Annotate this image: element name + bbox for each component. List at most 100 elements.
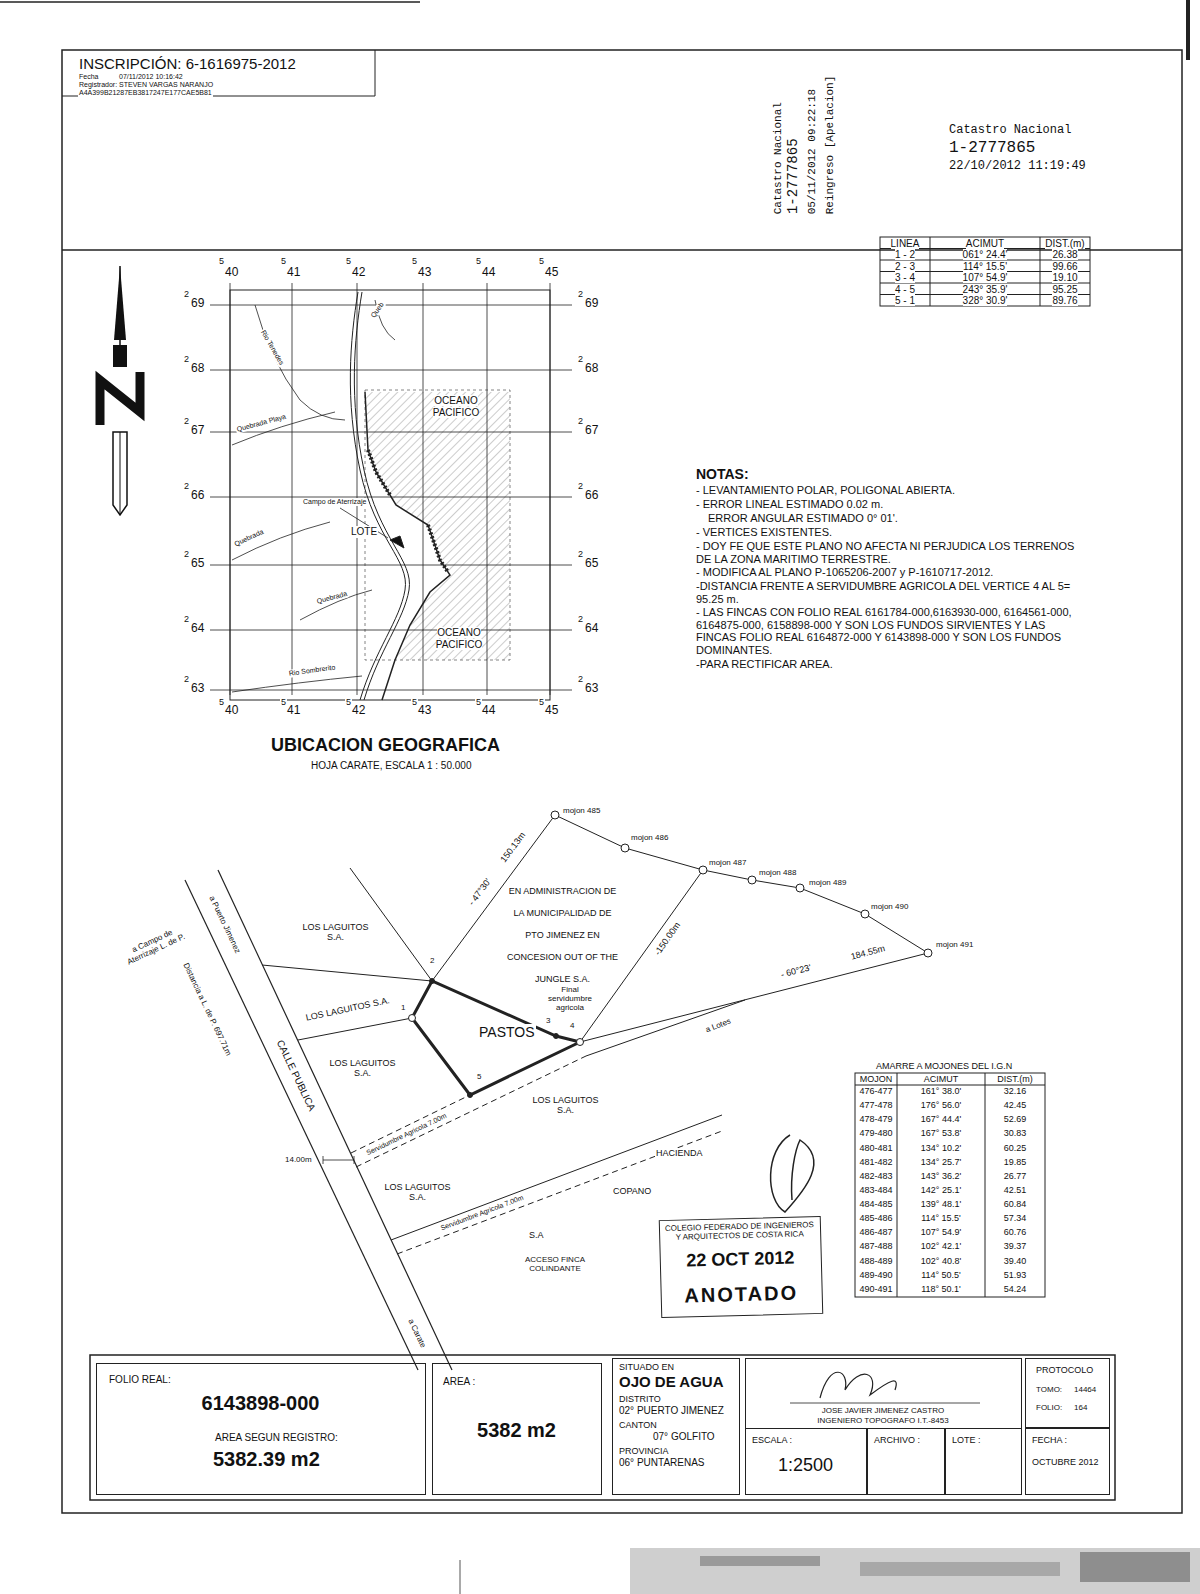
map-label: Quebrada xyxy=(315,590,349,606)
table-cell: 488-489 xyxy=(855,1256,897,1266)
text-patch: 143° 36.2' xyxy=(921,1171,961,1181)
plan-label: Final servidumbre agricola xyxy=(545,985,595,1013)
grid-coordinate: 2 xyxy=(183,674,190,684)
grid-coordinate: 67 xyxy=(584,424,599,438)
text-patch: a Campo de Aterrizaje L. de P. xyxy=(126,928,187,967)
cadastre-stamp: 1-2777865 xyxy=(948,139,1036,157)
table-cell: 60.84 xyxy=(985,1199,1045,1209)
text-patch: 2 - 3 xyxy=(895,261,915,272)
map-label: Queb xyxy=(369,300,387,320)
text-patch: 328° 30.9' xyxy=(963,295,1008,306)
table-cell: 107° 54.9' xyxy=(930,272,1040,284)
monument-label: mojon 486 xyxy=(630,833,669,842)
table-cell: 95.25 xyxy=(1040,284,1090,296)
text-patch: 19.85 xyxy=(1004,1157,1027,1167)
title-block-text: DISTRITO xyxy=(619,1394,661,1404)
grid-coordinate: 65 xyxy=(584,557,599,571)
grid-coordinate: 5 xyxy=(280,256,287,266)
grid-coordinate: 2 xyxy=(183,416,190,426)
map-label: Quebrada Playa xyxy=(235,413,288,434)
plan-label: LOS LAGUITOS S.A. xyxy=(304,995,392,1023)
table-cell: 19.85 xyxy=(985,1157,1045,1167)
title-block-text: TOMO: xyxy=(1036,1385,1062,1394)
table-cell: 490-491 xyxy=(855,1284,897,1294)
text-patch: DIST.(m) xyxy=(1045,238,1084,249)
grid-coordinate: 45 xyxy=(544,704,559,718)
grid-coordinate: 5 xyxy=(538,256,545,266)
plan-label: S.A xyxy=(528,1230,545,1240)
plan-label: COPANO xyxy=(612,1186,652,1196)
title-block-text: ANOTADO xyxy=(663,1281,820,1308)
plan-label: 150.13m xyxy=(498,829,528,865)
title-block-text: COLEGIO FEDERADO DE INGENIEROS Y ARQUITE… xyxy=(664,1220,814,1242)
grid-coordinate: 63 xyxy=(584,682,599,696)
plan-label: a Carate xyxy=(406,1316,428,1349)
title-block-cell: FOLIO REAL:6143898-000AREA SEGUN REGISTR… xyxy=(96,1363,426,1495)
title-block-text: 5382.39 m2 xyxy=(213,1448,320,1471)
text-patch: 95.25 xyxy=(1052,284,1077,295)
table-cell: 139° 48.1' xyxy=(897,1199,985,1209)
text-patch: 476-477 xyxy=(859,1086,892,1096)
title-block-text: FECHA : xyxy=(1032,1435,1067,1445)
notes-heading: NOTAS: xyxy=(695,466,750,482)
grid-coordinate: 68 xyxy=(584,362,599,376)
grid-coordinate: 42 xyxy=(351,704,366,718)
text-patch: 60.25 xyxy=(1004,1143,1027,1153)
text-patch: 51.93 xyxy=(1004,1270,1027,1280)
text-patch: DIST.(m) xyxy=(997,1074,1033,1084)
table-cell: 1 - 2 xyxy=(880,249,930,261)
map-label: OCEANO PACIFICO xyxy=(425,395,487,418)
table-cell: 42.51 xyxy=(985,1185,1045,1195)
table-cell: 26.38 xyxy=(1040,249,1090,261)
grid-coordinate: 5 xyxy=(345,256,352,266)
grid-coordinate: 2 xyxy=(183,354,190,364)
title-block-text: 22 OCT 2012 xyxy=(662,1247,818,1272)
registration-text: Registrador: STEVEN VARGAS NARANJO xyxy=(78,81,214,89)
cadastre-stamp: 1-2777865 xyxy=(785,137,801,215)
text-patch: 484-485 xyxy=(859,1199,892,1209)
vertex-number: 5 xyxy=(476,1072,482,1081)
table-cell: 42.45 xyxy=(985,1100,1045,1110)
table-cell: 51.93 xyxy=(985,1270,1045,1280)
plan-label: Servidumbre Agricola 7.00m xyxy=(439,1193,526,1232)
table-cell: 481-482 xyxy=(855,1157,897,1167)
text-patch: 114° 15.5' xyxy=(921,1213,961,1223)
text-patch: 483-484 xyxy=(859,1185,892,1195)
text-patch: 107° 54.9' xyxy=(921,1227,961,1237)
title-block-text: CANTON xyxy=(619,1420,657,1430)
grid-coordinate: 40 xyxy=(224,704,239,718)
table-title: AMARRE A MOJONES DEL I.G.N xyxy=(875,1061,1013,1071)
grid-coordinate: 42 xyxy=(351,266,366,280)
text-patch: 89.76 xyxy=(1052,295,1077,306)
registration-text: Fecha xyxy=(78,73,99,81)
grid-coordinate: 5 xyxy=(475,256,482,266)
text-patch: 487-488 xyxy=(859,1241,892,1251)
title-block-cell: SITUADO ENOJO DE AGUADISTRITO02° PUERTO … xyxy=(612,1358,740,1495)
plan-label: Servidumbre Agricola 7.00m xyxy=(364,1111,449,1157)
text-patch: LINEA xyxy=(891,238,920,249)
table-cell: 39.37 xyxy=(985,1241,1045,1251)
grid-coordinate: 66 xyxy=(190,489,205,503)
text-patch: 489-490 xyxy=(859,1270,892,1280)
title-block-text: SITUADO EN xyxy=(619,1362,674,1372)
table-cell: 4 - 5 xyxy=(880,284,930,296)
table-cell: 32.16 xyxy=(985,1086,1045,1096)
grid-coordinate: 41 xyxy=(286,266,301,280)
table-cell: 143° 36.2' xyxy=(897,1171,985,1181)
plan-label: -150.00m xyxy=(652,919,683,958)
text-patch: 39.40 xyxy=(1004,1256,1027,1266)
signature-cell: JOSE JAVIER JIMENEZ CASTROINGENIERO TOPO… xyxy=(745,1358,1022,1428)
table-cell: 142° 25.1' xyxy=(897,1185,985,1195)
text-patch: 486-487 xyxy=(859,1227,892,1237)
text-patch: 479-480 xyxy=(859,1128,892,1138)
registration-text: A4A399B21287EB3817247E177CAE5B81 xyxy=(78,89,213,97)
grid-coordinate: 2 xyxy=(577,481,584,491)
text-patch: 42.45 xyxy=(1004,1100,1027,1110)
text-patch: 114° 50.5' xyxy=(921,1270,961,1280)
text-patch: 57.34 xyxy=(1004,1213,1027,1223)
grid-coordinate: 67 xyxy=(190,424,205,438)
grid-coordinate: 44 xyxy=(481,704,496,718)
title-block-text: 164 xyxy=(1074,1403,1087,1412)
text-patch: 480-481 xyxy=(859,1143,892,1153)
title-block-text: 5382 m2 xyxy=(435,1419,599,1442)
